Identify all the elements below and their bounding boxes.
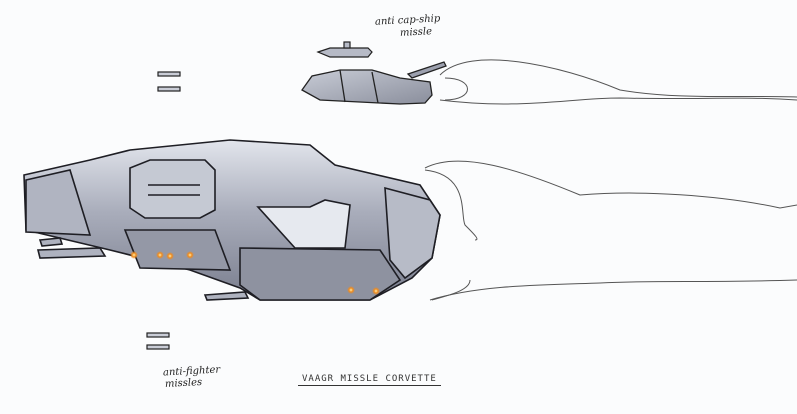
sketch-title: VAAGR MISSLE CORVETTE [298,374,441,386]
missile-icon-top-1 [157,71,181,92]
exhaust-trail-upper [439,59,797,105]
cap-ship-missile-small [316,41,373,58]
label-cap-ship-missile-2: missle [399,26,433,39]
missile-icon-bottom [146,332,170,350]
corvette-hull [23,139,441,301]
exhaust-trail-lower [424,160,797,301]
engine-lights [130,251,380,295]
label-fighter-missiles-2: missles [164,377,203,390]
cap-ship-missile-large [301,61,447,105]
